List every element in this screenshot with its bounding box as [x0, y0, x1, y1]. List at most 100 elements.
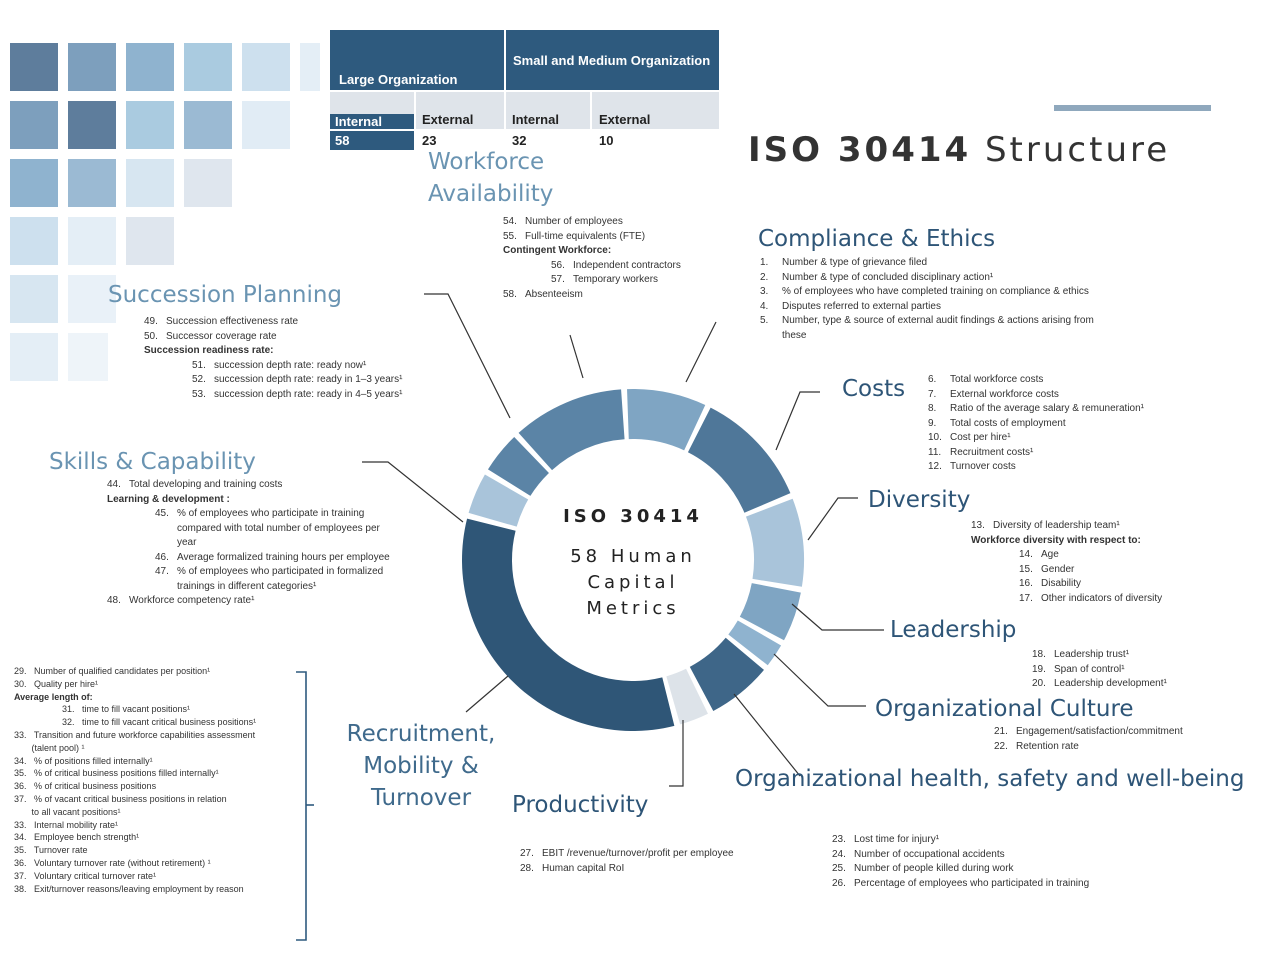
list-item: to all vacant positions¹ [14, 806, 121, 817]
page-title-rest: Structure [971, 130, 1171, 170]
diversity-metrics: 13.Diversity of leadership team¹ Workfor… [971, 519, 1162, 606]
item-number: 45. [155, 508, 169, 519]
list-item: 12.Turnover costs [928, 460, 1144, 475]
connector-productivity [669, 720, 684, 787]
list-item: 57.Temporary workers [503, 273, 681, 288]
list-item: 19.Span of control¹ [1032, 663, 1167, 678]
organization-metrics-table: Large Organization Small and Medium Orga… [330, 30, 719, 150]
table-sub-sme-internal: Internal [506, 92, 590, 129]
list-item: 9.Total costs of employment [928, 417, 1144, 432]
item-text: Percentage of employees who participated… [854, 877, 1090, 889]
list-item: 31. time to fill vacant positions¹ [62, 704, 191, 715]
diversity-heading: Diversity [868, 487, 971, 513]
item-number: 9. [928, 417, 937, 429]
workforce-metrics: 54.Number of employees 55. Full-time equi… [503, 215, 681, 302]
recruitment-heading: Recruitment, Mobility & Turnover [340, 718, 502, 814]
item-text: Human capital RoI [542, 862, 625, 874]
culture-metrics: 21.Engagement/satisfaction/commitment 22… [994, 725, 1183, 754]
item-number: 17. [1019, 592, 1033, 604]
item-number: 24. [832, 848, 846, 860]
item-number: 16. [1019, 578, 1033, 589]
item-number: 49. [144, 316, 158, 327]
item-number: 3. [760, 286, 769, 297]
item-text: succession depth rate: ready in 1–3 year… [214, 374, 403, 385]
compliance-metrics: 1.Number & type of grievance filed 2.Num… [760, 256, 1094, 343]
costs-metrics: 6.Total workforce costs 7.External workf… [928, 373, 1144, 475]
sme-external-value: 10 [599, 133, 614, 148]
list-item: 29. Number of qualified candidates per p… [14, 666, 211, 676]
item-text: Disputes referred to external parties [782, 300, 941, 312]
list-item: 22. Retention rate [994, 740, 1183, 755]
item-number: 1. [760, 257, 769, 268]
title-accent-bar [1054, 105, 1211, 111]
list-item: 20.Leadership development¹ [1032, 677, 1167, 692]
item-number: 28. [520, 862, 534, 874]
item-number: 56. [551, 259, 565, 271]
item-text: Retention rate [1016, 740, 1079, 752]
list-item: 6.Total workforce costs [928, 373, 1144, 388]
list-item: 54.Number of employees [503, 215, 681, 230]
item-number: 55. [503, 230, 517, 242]
ring-segment-succession [487, 436, 549, 496]
item-number: 47. [155, 566, 169, 577]
item-text: Full-time equivalents (FTE) [525, 230, 646, 242]
item-text: Gender [1041, 563, 1075, 575]
list-item: 11.Recruitment costs¹ [928, 446, 1144, 461]
connector-diversity [807, 497, 858, 541]
list-item: 13.Diversity of leadership team¹ [971, 519, 1162, 534]
item-number: 21. [994, 726, 1008, 737]
list-item: 46. Average formalized training hours per… [107, 551, 390, 566]
item-text: Recruitment costs¹ [950, 446, 1034, 458]
costs-heading: Costs [842, 376, 906, 402]
table-header-sme: Small and Medium Organization [506, 30, 719, 90]
item-text: % of employees who participate in traini… [177, 508, 365, 519]
item-number: 7. [928, 388, 937, 400]
list-item: 52.succession depth rate: ready in 1–3 y… [144, 373, 402, 388]
list-item: 27.EBIT /revenue/turnover/profit per emp… [520, 847, 734, 862]
list-item: 14.Age [971, 548, 1162, 563]
ring-segment-recruitment [462, 518, 675, 732]
item-number: 46. [155, 551, 169, 563]
workforce-contingent-label: Contingent Workforce: [503, 245, 612, 256]
item-number: 5. [760, 315, 769, 326]
item-text: Number & type of concluded disciplinary … [782, 271, 994, 283]
list-item: 37. % of vacant critical business positi… [14, 793, 227, 804]
item-text: Successor coverage rate [166, 330, 277, 342]
item-number: 13. [971, 520, 985, 531]
item-number: 53. [192, 388, 206, 400]
list-item: 23.Lost time for injury¹ [832, 833, 1089, 848]
table-sub-large-external: External [416, 92, 504, 129]
connector-culture [773, 653, 866, 707]
ring-segments [462, 388, 804, 732]
item-number: 48. [107, 595, 121, 606]
item-number: 20. [1032, 678, 1046, 689]
item-text: % of employees who have completed traini… [782, 286, 1089, 297]
ring-segment-diversity [745, 498, 804, 587]
item-text: Leadership trust¹ [1054, 649, 1130, 660]
item-text: Average formalized training hours per em… [177, 551, 390, 563]
item-number: 22. [994, 740, 1008, 752]
recruitment-heading-line1: Recruitment, [346, 721, 496, 747]
productivity-heading: Productivity [512, 792, 649, 818]
large-internal-value: 58 [335, 133, 350, 148]
item-text: Number of people killed during work [854, 863, 1014, 874]
connector-lines [362, 293, 884, 787]
health-heading: Organizational health, safety and well-b… [735, 766, 1245, 792]
item-text: Total developing and training costs [129, 479, 283, 490]
item-text: Number of occupational accidents [854, 848, 1005, 860]
leadership-metrics: 18.Leadership trust¹ 19.Span of control¹… [1032, 648, 1167, 692]
page-title: ISO 30414 Structure [748, 130, 1170, 170]
table-header-large: Large Organization [330, 30, 504, 90]
list-item: trainings in different categories¹ [107, 580, 390, 595]
list-item: Average length of: [14, 691, 93, 702]
workforce-heading-line1: Workforce [428, 149, 545, 175]
list-item: 3. % of employees who have completed trai… [760, 285, 1094, 300]
list-item: 35. % of critical business positions fil… [14, 768, 219, 779]
list-item: 49. Succession effectiveness rate [144, 315, 402, 330]
ring-segment-skills [468, 474, 529, 527]
item-text: Succession effectiveness rate [166, 316, 299, 327]
list-item: 28. Human capital RoI [520, 862, 734, 877]
item-text: Absenteeism [525, 288, 583, 300]
connector-compliance [685, 321, 717, 383]
